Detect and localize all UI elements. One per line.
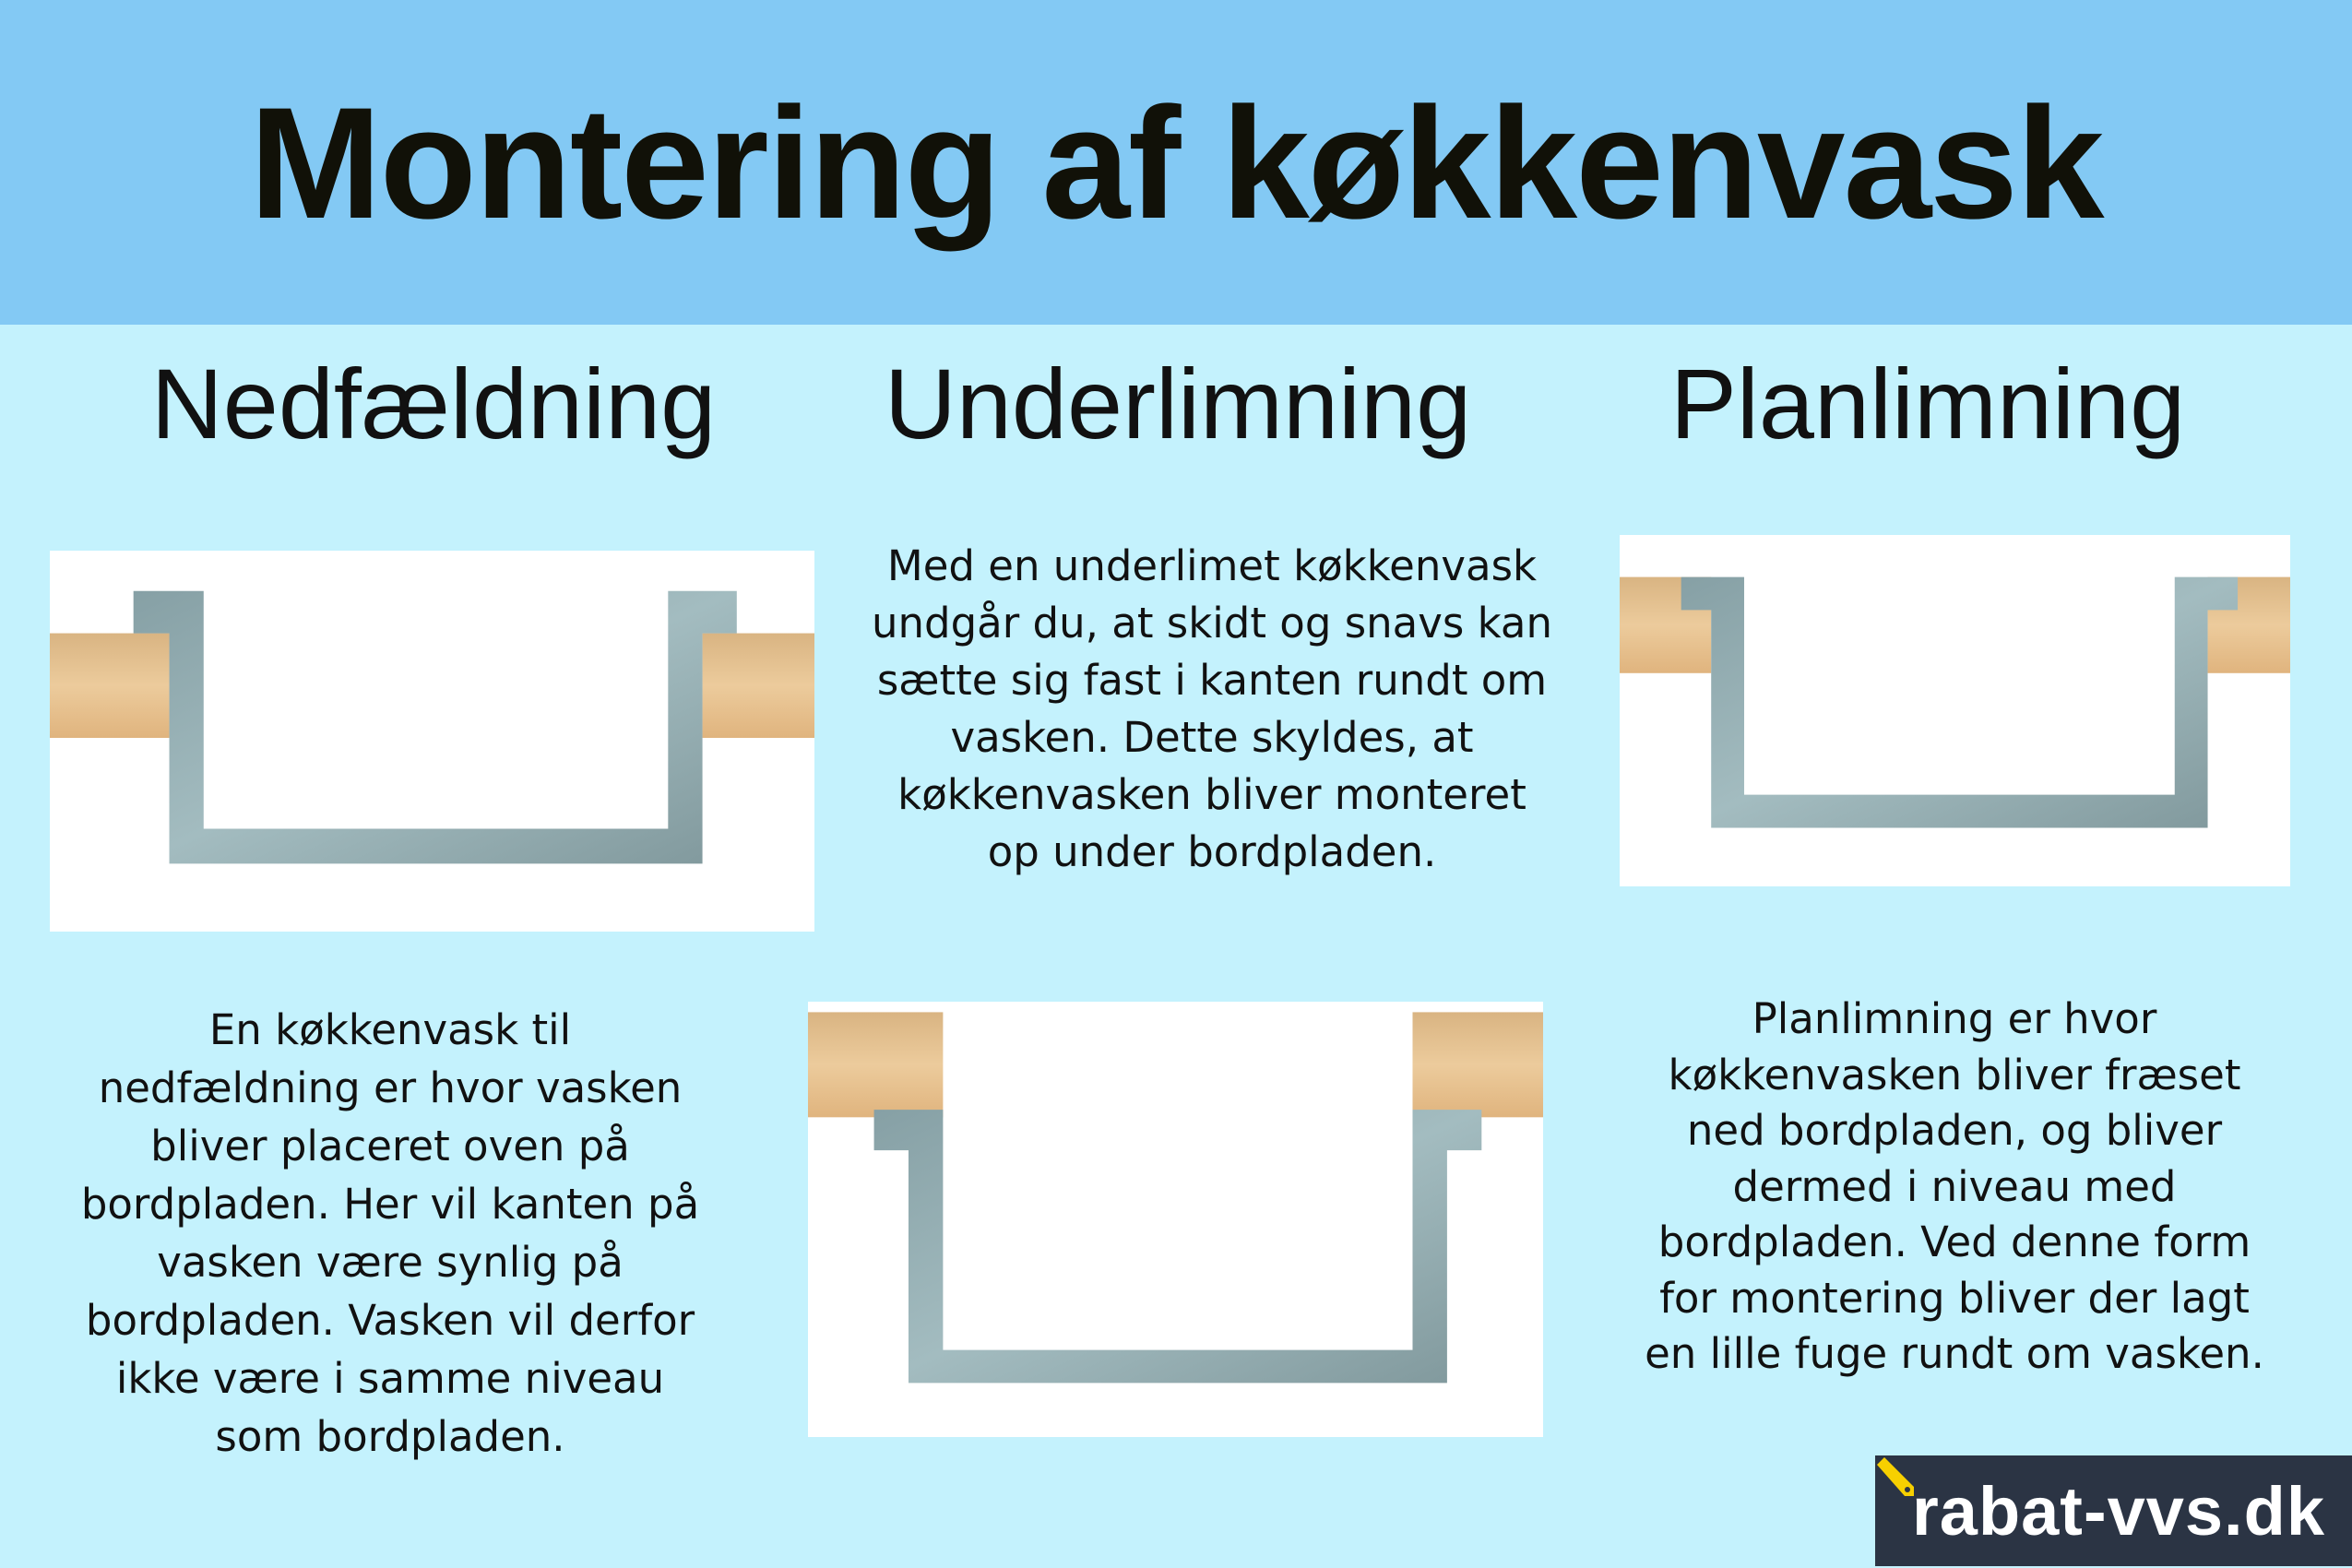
sink-profile (873, 1110, 1482, 1384)
price-tag-icon (1877, 1457, 1914, 1496)
sink-profile (1681, 576, 2239, 828)
text-line: bordpladen. Her vil kanten på (80, 1180, 700, 1229)
text-line: for montering bliver der lagt (1659, 1273, 2250, 1323)
brand-logo: rabat-vvs.dk (1875, 1455, 2352, 1566)
diagram-planlimning (1620, 535, 2290, 886)
countertop-right (702, 633, 814, 739)
countertop-left (50, 633, 170, 739)
text-planlimning: Planlimning er hvor køkkenvasken bliver … (1576, 992, 2333, 1383)
diagram-underlimning (808, 1002, 1543, 1437)
text-line: køkkenvasken bliver fræset (1668, 1050, 2241, 1099)
text-line: undgår du, at skidt og snavs kan (872, 599, 1552, 647)
text-line: ikke være i samme niveau (115, 1354, 665, 1403)
text-line: dermed i niveau med (1732, 1161, 2177, 1211)
page-title: Montering af køkkenvask (249, 75, 2104, 252)
text-line: op under bordpladen. (987, 827, 1437, 876)
text-line: Med en underlimet køkkenvask (886, 541, 1538, 590)
text-line: En køkkenvask til (208, 1005, 572, 1054)
text-line: bordpladen. Vasken vil derfor (85, 1296, 695, 1345)
text-line: en lille fuge rundt om vasken. (1645, 1329, 2264, 1378)
logo-text: rabat-vvs.dk (1912, 1473, 2325, 1550)
heading-underlimning: Underlimning (884, 348, 1472, 459)
header-band (0, 0, 2352, 325)
text-line: vasken være synlig på (157, 1238, 624, 1287)
text-line: nedfældning er hvor vasken (98, 1063, 683, 1112)
sink-profile (133, 590, 737, 864)
heading-nedfaeldning: Nedfældning (150, 348, 717, 459)
text-line: sætte sig fast i kanten rundt om (876, 656, 1548, 705)
diagram-nedfaeldning (50, 551, 814, 932)
heading-planlimning: Planlimning (1669, 348, 2186, 459)
text-line: vasken. Dette skyldes, at (950, 713, 1474, 762)
countertop-left (808, 1012, 944, 1118)
text-line: køkkenvasken bliver monteret (897, 770, 1526, 819)
countertop-right (1412, 1012, 1543, 1118)
text-line: som bordpladen. (215, 1412, 565, 1461)
text-line: bliver placeret oven på (150, 1122, 630, 1170)
text-underlimning: Med en underlimet køkkenvask undgår du, … (834, 538, 1590, 881)
text-line: Planlimning er hvor (1752, 994, 2157, 1043)
text-nedfaeldning: En køkkenvask til nedfældning er hvor va… (12, 1001, 768, 1466)
text-line: bordpladen. Ved denne form (1657, 1218, 2251, 1266)
text-line: ned bordpladen, og bliver (1686, 1106, 2223, 1155)
